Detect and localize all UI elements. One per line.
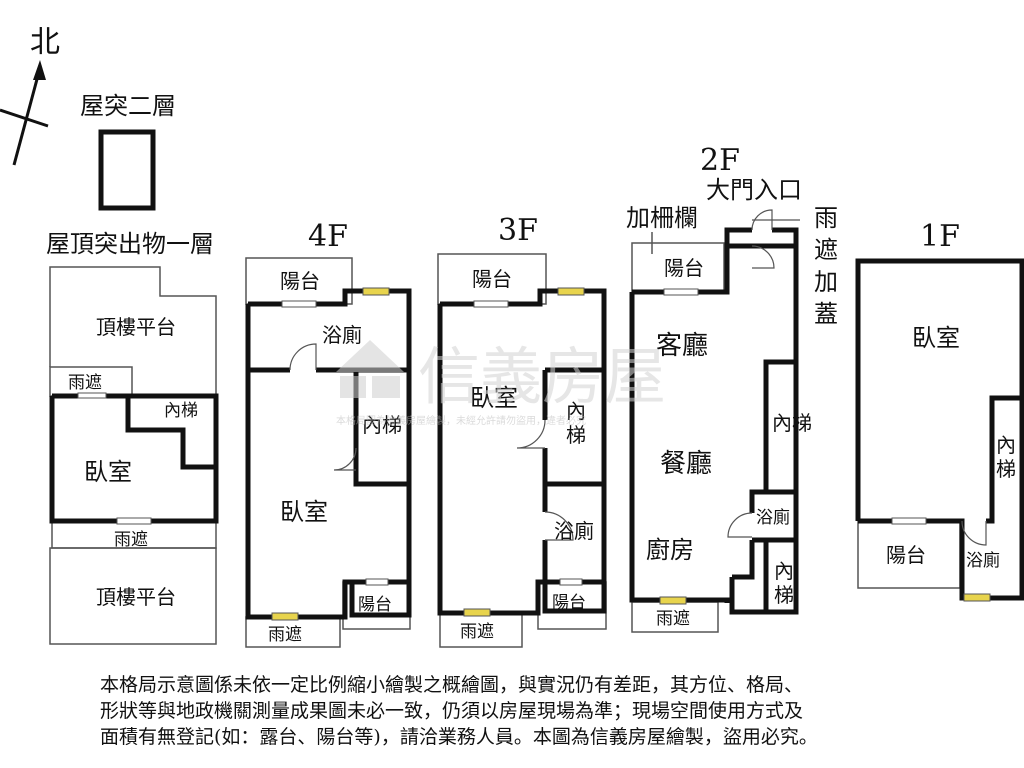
floor-1f-plan: 1F 臥室 內 梯 陽台 浴廁 bbox=[855, 219, 1024, 602]
compass-arrow-icon bbox=[33, 60, 46, 80]
roof-stair-label: 內梯 bbox=[164, 401, 198, 421]
3f-stair-label-1: 內 bbox=[566, 399, 586, 423]
2f-stair-bottom-label-2: 梯 bbox=[774, 583, 794, 607]
1f-window-balcony bbox=[891, 517, 927, 525]
roof-terrace-top-label: 頂樓平台 bbox=[96, 315, 176, 339]
4f-outer-walls bbox=[245, 288, 412, 620]
2f-entrance-door-icon bbox=[751, 209, 773, 231]
2f-canopy-label-2: 遮 bbox=[814, 236, 838, 264]
2f-canopy-label-3: 加 bbox=[814, 268, 838, 296]
4f-balcony-top-label: 陽台 bbox=[280, 269, 320, 293]
floor-3f-title: 3F bbox=[498, 213, 538, 248]
roof-canopy-top-label: 雨遮 bbox=[68, 373, 102, 393]
3f-stair-left-wall-lower bbox=[542, 448, 604, 487]
4f-window-north bbox=[362, 287, 390, 296]
2f-bath-door-icon bbox=[727, 512, 753, 538]
3f-window-north bbox=[557, 287, 585, 296]
roof-canopy-bottom-label: 雨遮 bbox=[114, 530, 148, 550]
3f-balcony-bottom-label: 陽台 bbox=[552, 593, 586, 613]
4f-stair-walls bbox=[353, 370, 409, 487]
compass: 北 bbox=[0, 25, 60, 166]
3f-outer-walls bbox=[437, 288, 607, 616]
roof2-box bbox=[98, 129, 156, 211]
floor-2f-plan: 2F 大門入口 加柵欄 雨 遮 加 蓋 陽台 客廳 餐廳 廚房 內梯 浴廁 內 … bbox=[626, 143, 838, 633]
2f-canopy-label-1: 雨 bbox=[814, 204, 838, 232]
3f-bath-label: 浴廁 bbox=[554, 519, 594, 543]
1f-stair-walls bbox=[986, 395, 1022, 524]
1f-bath-label: 浴廁 bbox=[966, 550, 1000, 571]
roof-window-bottom bbox=[116, 517, 152, 525]
roof-bedroom-label: 臥室 bbox=[84, 458, 132, 486]
roof2-title: 屋突二層 bbox=[80, 92, 176, 120]
4f-bedroom-label: 臥室 bbox=[280, 498, 328, 526]
4f-bath-door-icon bbox=[289, 343, 317, 371]
3f-bedroom-label: 臥室 bbox=[470, 384, 518, 412]
roof-terrace-bottom-label: 頂樓平台 bbox=[96, 585, 176, 609]
4f-canopy-label: 雨遮 bbox=[268, 625, 302, 645]
4f-stair-label: 內梯 bbox=[362, 413, 402, 437]
3f-window-balcony bbox=[473, 300, 509, 308]
2f-entrance-label: 大門入口 bbox=[706, 176, 802, 204]
roof-terrace-outline bbox=[49, 266, 217, 396]
3f-window-balcony-bottom bbox=[559, 578, 583, 586]
2f-canopy-label-4: 蓋 bbox=[814, 300, 838, 328]
3f-stair-door-icon bbox=[516, 419, 546, 449]
2f-window-balcony bbox=[663, 288, 699, 296]
1f-bath-door-icon bbox=[961, 520, 987, 546]
2f-kitchen-label: 廚房 bbox=[646, 536, 694, 564]
2f-railing-label: 加柵欄 bbox=[626, 204, 698, 232]
2f-canopy-label: 雨遮 bbox=[656, 609, 690, 629]
disclaimer-line-1: 本格局示意圖係未依一定比例縮小繪製之概繪圖，與實況仍有差距，其方位、格局、 bbox=[100, 674, 804, 696]
4f-window-south bbox=[271, 612, 299, 621]
4f-window-balcony-bottom bbox=[365, 578, 389, 586]
1f-bedroom-label: 臥室 bbox=[912, 324, 960, 352]
floor-2f-title: 2F bbox=[700, 143, 740, 178]
2f-window-south bbox=[659, 596, 687, 605]
3f-bath-wall-lower bbox=[542, 540, 604, 585]
3f-balcony-top-label: 陽台 bbox=[472, 267, 512, 291]
watermark-subtext: 本格局圖為信義房屋繪製，未經允許請勿盜用，違者必究 bbox=[336, 414, 586, 427]
roof-window-top bbox=[77, 392, 107, 399]
disclaimer-line-2: 形狀等與地政機關測量成果圖未必一致，仍須以房屋現場為準；現場空間使用方式及 bbox=[100, 700, 804, 722]
2f-stair-top-label: 內梯 bbox=[772, 411, 812, 435]
1f-stair-label-1: 內 bbox=[996, 433, 1016, 457]
watermark-brand: 信義房屋 bbox=[418, 340, 666, 413]
disclaimer: 本格局示意圖係未依一定比例縮小繪製之概繪圖，與實況仍有差距，其方位、格局、 形狀… bbox=[100, 672, 960, 750]
disclaimer-line-3: 面積有無登記(如：露台、陽台等)，請洽業務人員。本圖為信義房屋繪製，盜用必究。 bbox=[100, 726, 818, 748]
4f-bath-label: 浴廁 bbox=[322, 323, 362, 347]
2f-kitchen-wall bbox=[732, 540, 755, 580]
4f-balcony-bottom-label: 陽台 bbox=[358, 595, 392, 615]
1f-stair-label-2: 梯 bbox=[996, 457, 1016, 481]
floor-1f-title: 1F bbox=[920, 219, 960, 254]
2f-bath-label: 浴廁 bbox=[756, 507, 790, 528]
3f-bath-door-icon bbox=[544, 511, 574, 541]
2f-balcony-label: 陽台 bbox=[664, 256, 704, 280]
2f-inner-door-icon bbox=[751, 245, 775, 269]
roof-bedroom-walls bbox=[49, 393, 219, 524]
brand-logo-icon bbox=[336, 340, 404, 398]
roof-level-plan: 屋突二層 屋頂突出物一層 頂樓平台 雨遮 內梯 臥室 雨遮 頂樓平台 bbox=[46, 92, 219, 645]
floor-4f-plan: 4F 陽台 浴廁 內梯 臥室 陽台 雨遮 bbox=[245, 219, 412, 648]
3f-window-south bbox=[463, 608, 491, 617]
floor-3f-plan: 3F 陽台 臥室 內 梯 浴廁 陽台 雨遮 bbox=[437, 213, 607, 648]
2f-living-label: 客廳 bbox=[656, 331, 708, 361]
compass-crossbar bbox=[0, 108, 49, 128]
watermark: 信義房屋 本格局圖為信義房屋繪製，未經允許請勿盜用，違者必究 bbox=[336, 340, 666, 427]
compass-north-label: 北 bbox=[30, 25, 60, 60]
1f-window-south bbox=[963, 593, 991, 602]
4f-stair-door-icon bbox=[333, 447, 357, 471]
4f-window-balcony bbox=[281, 300, 317, 308]
floor-4f-title: 4F bbox=[308, 219, 348, 254]
compass-needle bbox=[12, 67, 42, 166]
3f-canopy-label: 雨遮 bbox=[460, 622, 494, 642]
2f-stair-bottom-label-1: 內 bbox=[774, 559, 794, 583]
1f-outer-walls bbox=[855, 258, 1024, 601]
2f-outer-wall-right bbox=[729, 227, 799, 615]
roof-stair-walls bbox=[125, 396, 216, 470]
3f-stair-label-2: 梯 bbox=[566, 423, 586, 447]
1f-balcony-label: 陽台 bbox=[886, 543, 926, 567]
roof1-title: 屋頂突出物一層 bbox=[46, 230, 214, 258]
2f-dining-label: 餐廳 bbox=[660, 449, 712, 479]
